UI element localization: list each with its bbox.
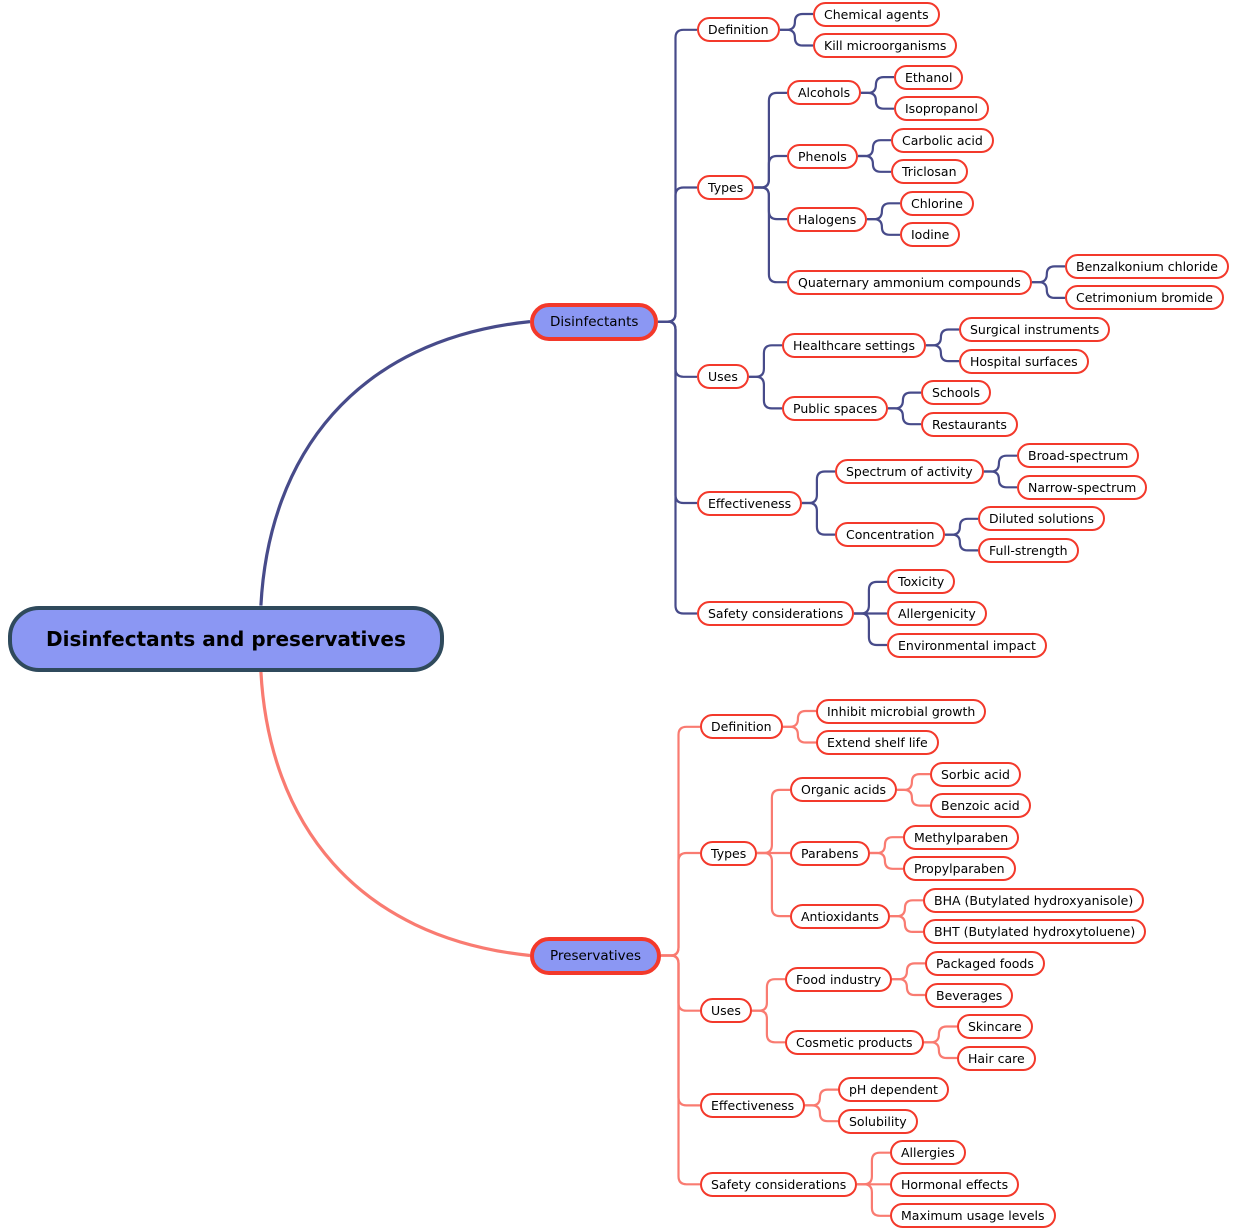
disinfectants-quaternary-ammonium-compounds[interactable]: Quaternary ammonium compounds xyxy=(787,269,1032,295)
disinfectants-allergenicity[interactable]: Allergenicity xyxy=(887,601,987,626)
disinfectants-definition[interactable]: Definition xyxy=(697,17,780,43)
disinfectants-schools[interactable]: Schools xyxy=(921,380,992,406)
preservatives-organic-acids[interactable]: Organic acids xyxy=(790,777,898,803)
disinfectants-safety-considerations[interactable]: Safety considerations xyxy=(697,601,855,626)
preservatives-hormonal-effects[interactable]: Hormonal effects xyxy=(890,1171,1020,1197)
preservatives-sorbic-acid[interactable]: Sorbic acid xyxy=(930,761,1021,787)
disinfectants-alcohols[interactable]: Alcohols xyxy=(787,80,862,106)
disinfectants-diluted-solutions[interactable]: Diluted solutions xyxy=(978,506,1106,532)
disinfectants-isopropanol[interactable]: Isopropanol xyxy=(894,96,989,122)
disinfectants-concentration[interactable]: Concentration xyxy=(835,522,946,548)
preservatives-packaged-foods[interactable]: Packaged foods xyxy=(925,950,1045,976)
preservatives-parabens[interactable]: Parabens xyxy=(790,840,870,866)
preservatives-types[interactable]: Types xyxy=(700,840,758,866)
preservatives-allergies[interactable]: Allergies xyxy=(890,1140,966,1166)
disinfectants-surgical-instruments[interactable]: Surgical instruments xyxy=(959,317,1111,342)
preservatives-antioxidants[interactable]: Antioxidants xyxy=(790,903,890,929)
preservatives-bht-butylated-hydroxytoluene[interactable]: BHT (Butylated hydroxytoluene) xyxy=(923,919,1147,945)
disinfectants-chlorine[interactable]: Chlorine xyxy=(900,190,974,216)
disinfectants-restaurants[interactable]: Restaurants xyxy=(921,411,1018,437)
preservatives-extend-shelf-life[interactable]: Extend shelf life xyxy=(816,730,939,755)
branch-disinfectants[interactable]: Disinfectants xyxy=(530,302,659,341)
preservatives-propylparaben[interactable]: Propylparaben xyxy=(903,856,1016,882)
preservatives-inhibit-microbial-growth[interactable]: Inhibit microbial growth xyxy=(816,698,987,724)
preservatives-solubility[interactable]: Solubility xyxy=(838,1108,918,1134)
disinfectants-effectiveness[interactable]: Effectiveness xyxy=(697,490,803,516)
preservatives-methylparaben[interactable]: Methylparaben xyxy=(903,824,1020,850)
disinfectants-chemical-agents[interactable]: Chemical agents xyxy=(813,1,940,27)
preservatives-uses[interactable]: Uses xyxy=(700,998,752,1024)
preservatives-cosmetic-products[interactable]: Cosmetic products xyxy=(785,1029,924,1055)
preservatives-benzoic-acid[interactable]: Benzoic acid xyxy=(930,793,1031,819)
preservatives-ph-dependent[interactable]: pH dependent xyxy=(838,1077,949,1103)
disinfectants-halogens[interactable]: Halogens xyxy=(787,206,868,232)
preservatives-beverages[interactable]: Beverages xyxy=(925,982,1014,1008)
disinfectants-triclosan[interactable]: Triclosan xyxy=(891,159,968,185)
disinfectants-public-spaces[interactable]: Public spaces xyxy=(782,395,889,421)
branch-preservatives[interactable]: Preservatives xyxy=(530,936,661,975)
disinfectants-carbolic-acid[interactable]: Carbolic acid xyxy=(891,127,994,153)
disinfectants-toxicity[interactable]: Toxicity xyxy=(887,569,956,595)
preservatives-maximum-usage-levels[interactable]: Maximum usage levels xyxy=(890,1203,1056,1228)
disinfectants-ethanol[interactable]: Ethanol xyxy=(894,64,964,90)
disinfectants-spectrum-of-activity[interactable]: Spectrum of activity xyxy=(835,459,984,484)
preservatives-definition[interactable]: Definition xyxy=(700,714,783,740)
disinfectants-environmental-impact[interactable]: Environmental impact xyxy=(887,632,1047,658)
disinfectants-kill-microorganisms[interactable]: Kill microorganisms xyxy=(813,33,958,58)
disinfectants-hospital-surfaces[interactable]: Hospital surfaces xyxy=(959,348,1089,374)
disinfectants-broad-spectrum[interactable]: Broad-spectrum xyxy=(1017,443,1140,469)
preservatives-effectiveness[interactable]: Effectiveness xyxy=(700,1092,806,1118)
preservatives-bha-butylated-hydroxyanisole[interactable]: BHA (Butylated hydroxyanisole) xyxy=(923,887,1145,913)
disinfectants-full-strength[interactable]: Full-strength xyxy=(978,537,1079,563)
disinfectants-healthcare-settings[interactable]: Healthcare settings xyxy=(782,332,926,358)
disinfectants-benzalkonium-chloride[interactable]: Benzalkonium chloride xyxy=(1065,253,1229,279)
preservatives-food-industry[interactable]: Food industry xyxy=(785,966,893,992)
disinfectants-phenols[interactable]: Phenols xyxy=(787,143,858,169)
disinfectants-types[interactable]: Types xyxy=(697,175,755,200)
disinfectants-uses[interactable]: Uses xyxy=(697,364,749,390)
root-node[interactable]: Disinfectants and preservatives xyxy=(8,605,444,672)
disinfectants-iodine[interactable]: Iodine xyxy=(900,222,961,248)
preservatives-safety-considerations[interactable]: Safety considerations xyxy=(700,1171,858,1197)
disinfectants-narrow-spectrum[interactable]: Narrow-spectrum xyxy=(1017,474,1148,500)
preservatives-skincare[interactable]: Skincare xyxy=(957,1014,1033,1039)
preservatives-hair-care[interactable]: Hair care xyxy=(957,1045,1036,1071)
disinfectants-cetrimonium-bromide[interactable]: Cetrimonium bromide xyxy=(1065,285,1224,311)
